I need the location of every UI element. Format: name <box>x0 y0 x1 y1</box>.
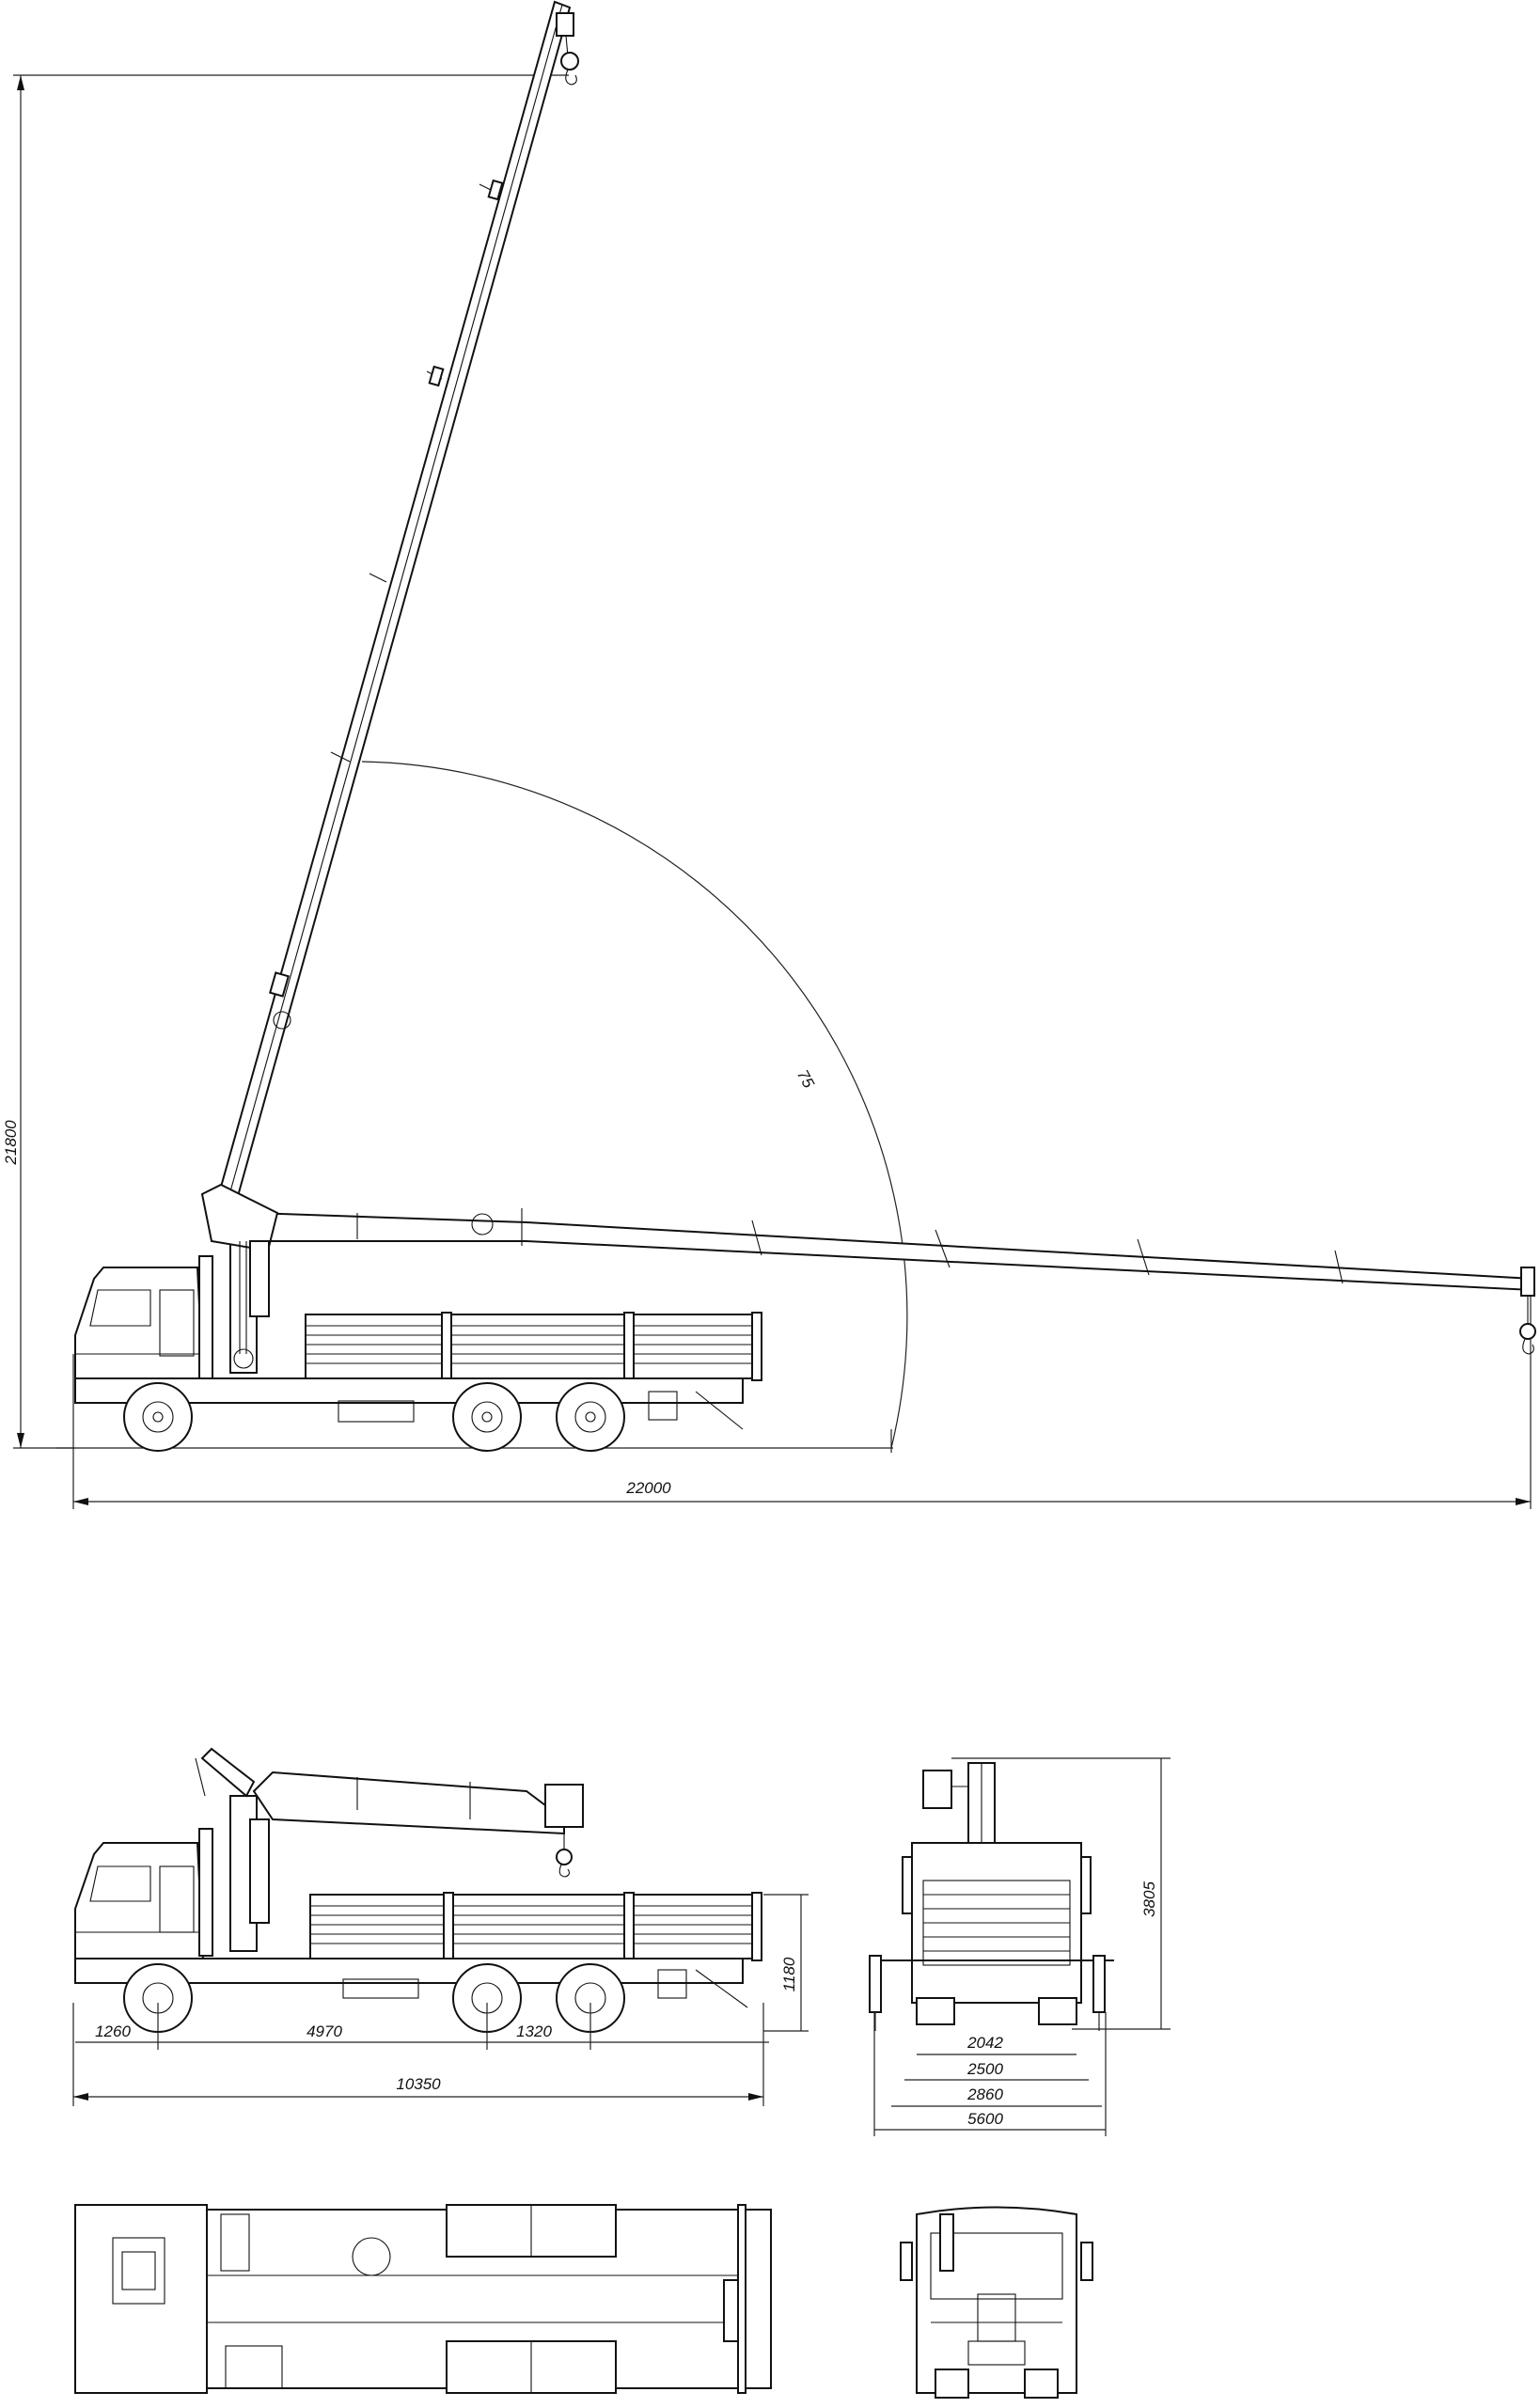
folded-crane <box>195 1747 584 1952</box>
truck-wheels <box>123 1382 625 1452</box>
transport-wheels <box>123 1963 625 2033</box>
max-height-label: 21800 <box>2 1120 20 1166</box>
body-width-label: 2500 <box>966 2060 1003 2078</box>
transport-platform <box>74 1892 762 2008</box>
outrigger-span-label: 5600 <box>967 2110 1003 2128</box>
front-dimensions: 3805 2042 2500 2860 5600 <box>873 1757 1171 2136</box>
max-reach-dimension: 22000 <box>72 1279 1532 1509</box>
transport-side-view: 1260 4970 1320 10350 1180 <box>72 1747 809 2106</box>
track-label: 2042 <box>966 2034 1003 2052</box>
crane-column <box>200 1183 279 1374</box>
front-outriggers <box>869 1955 1114 2031</box>
raised-boom <box>214 0 579 1215</box>
boom-angle-label: 75 <box>794 1067 818 1092</box>
top-view <box>74 2204 772 2394</box>
front-view: 3805 2042 2500 2860 5600 <box>869 1757 1171 2136</box>
transport-cab <box>74 1828 213 1961</box>
wheelbase-label: 4970 <box>306 2022 342 2040</box>
mirror-width-label: 2860 <box>966 2085 1003 2103</box>
tandem-label: 1320 <box>516 2022 552 2040</box>
truck-cab <box>74 1255 213 1383</box>
overall-length-label: 10350 <box>396 2075 441 2093</box>
rear-view <box>900 2206 1093 2399</box>
truck-body <box>74 1312 762 1430</box>
working-range-view: 21800 22000 75 <box>2 0 1536 1509</box>
max-height-dimension: 21800 <box>2 74 569 1449</box>
front-overhang-label: 1260 <box>95 2022 131 2040</box>
front-cab <box>902 1842 1092 2025</box>
frame-height-label: 1180 <box>780 1957 798 1991</box>
max-reach-label: 22000 <box>625 1479 671 1497</box>
front-crane-top <box>922 1762 996 1849</box>
side-dimensions: 1260 4970 1320 10350 1180 <box>72 1894 809 2106</box>
overall-height-label: 3805 <box>1140 1881 1158 1917</box>
